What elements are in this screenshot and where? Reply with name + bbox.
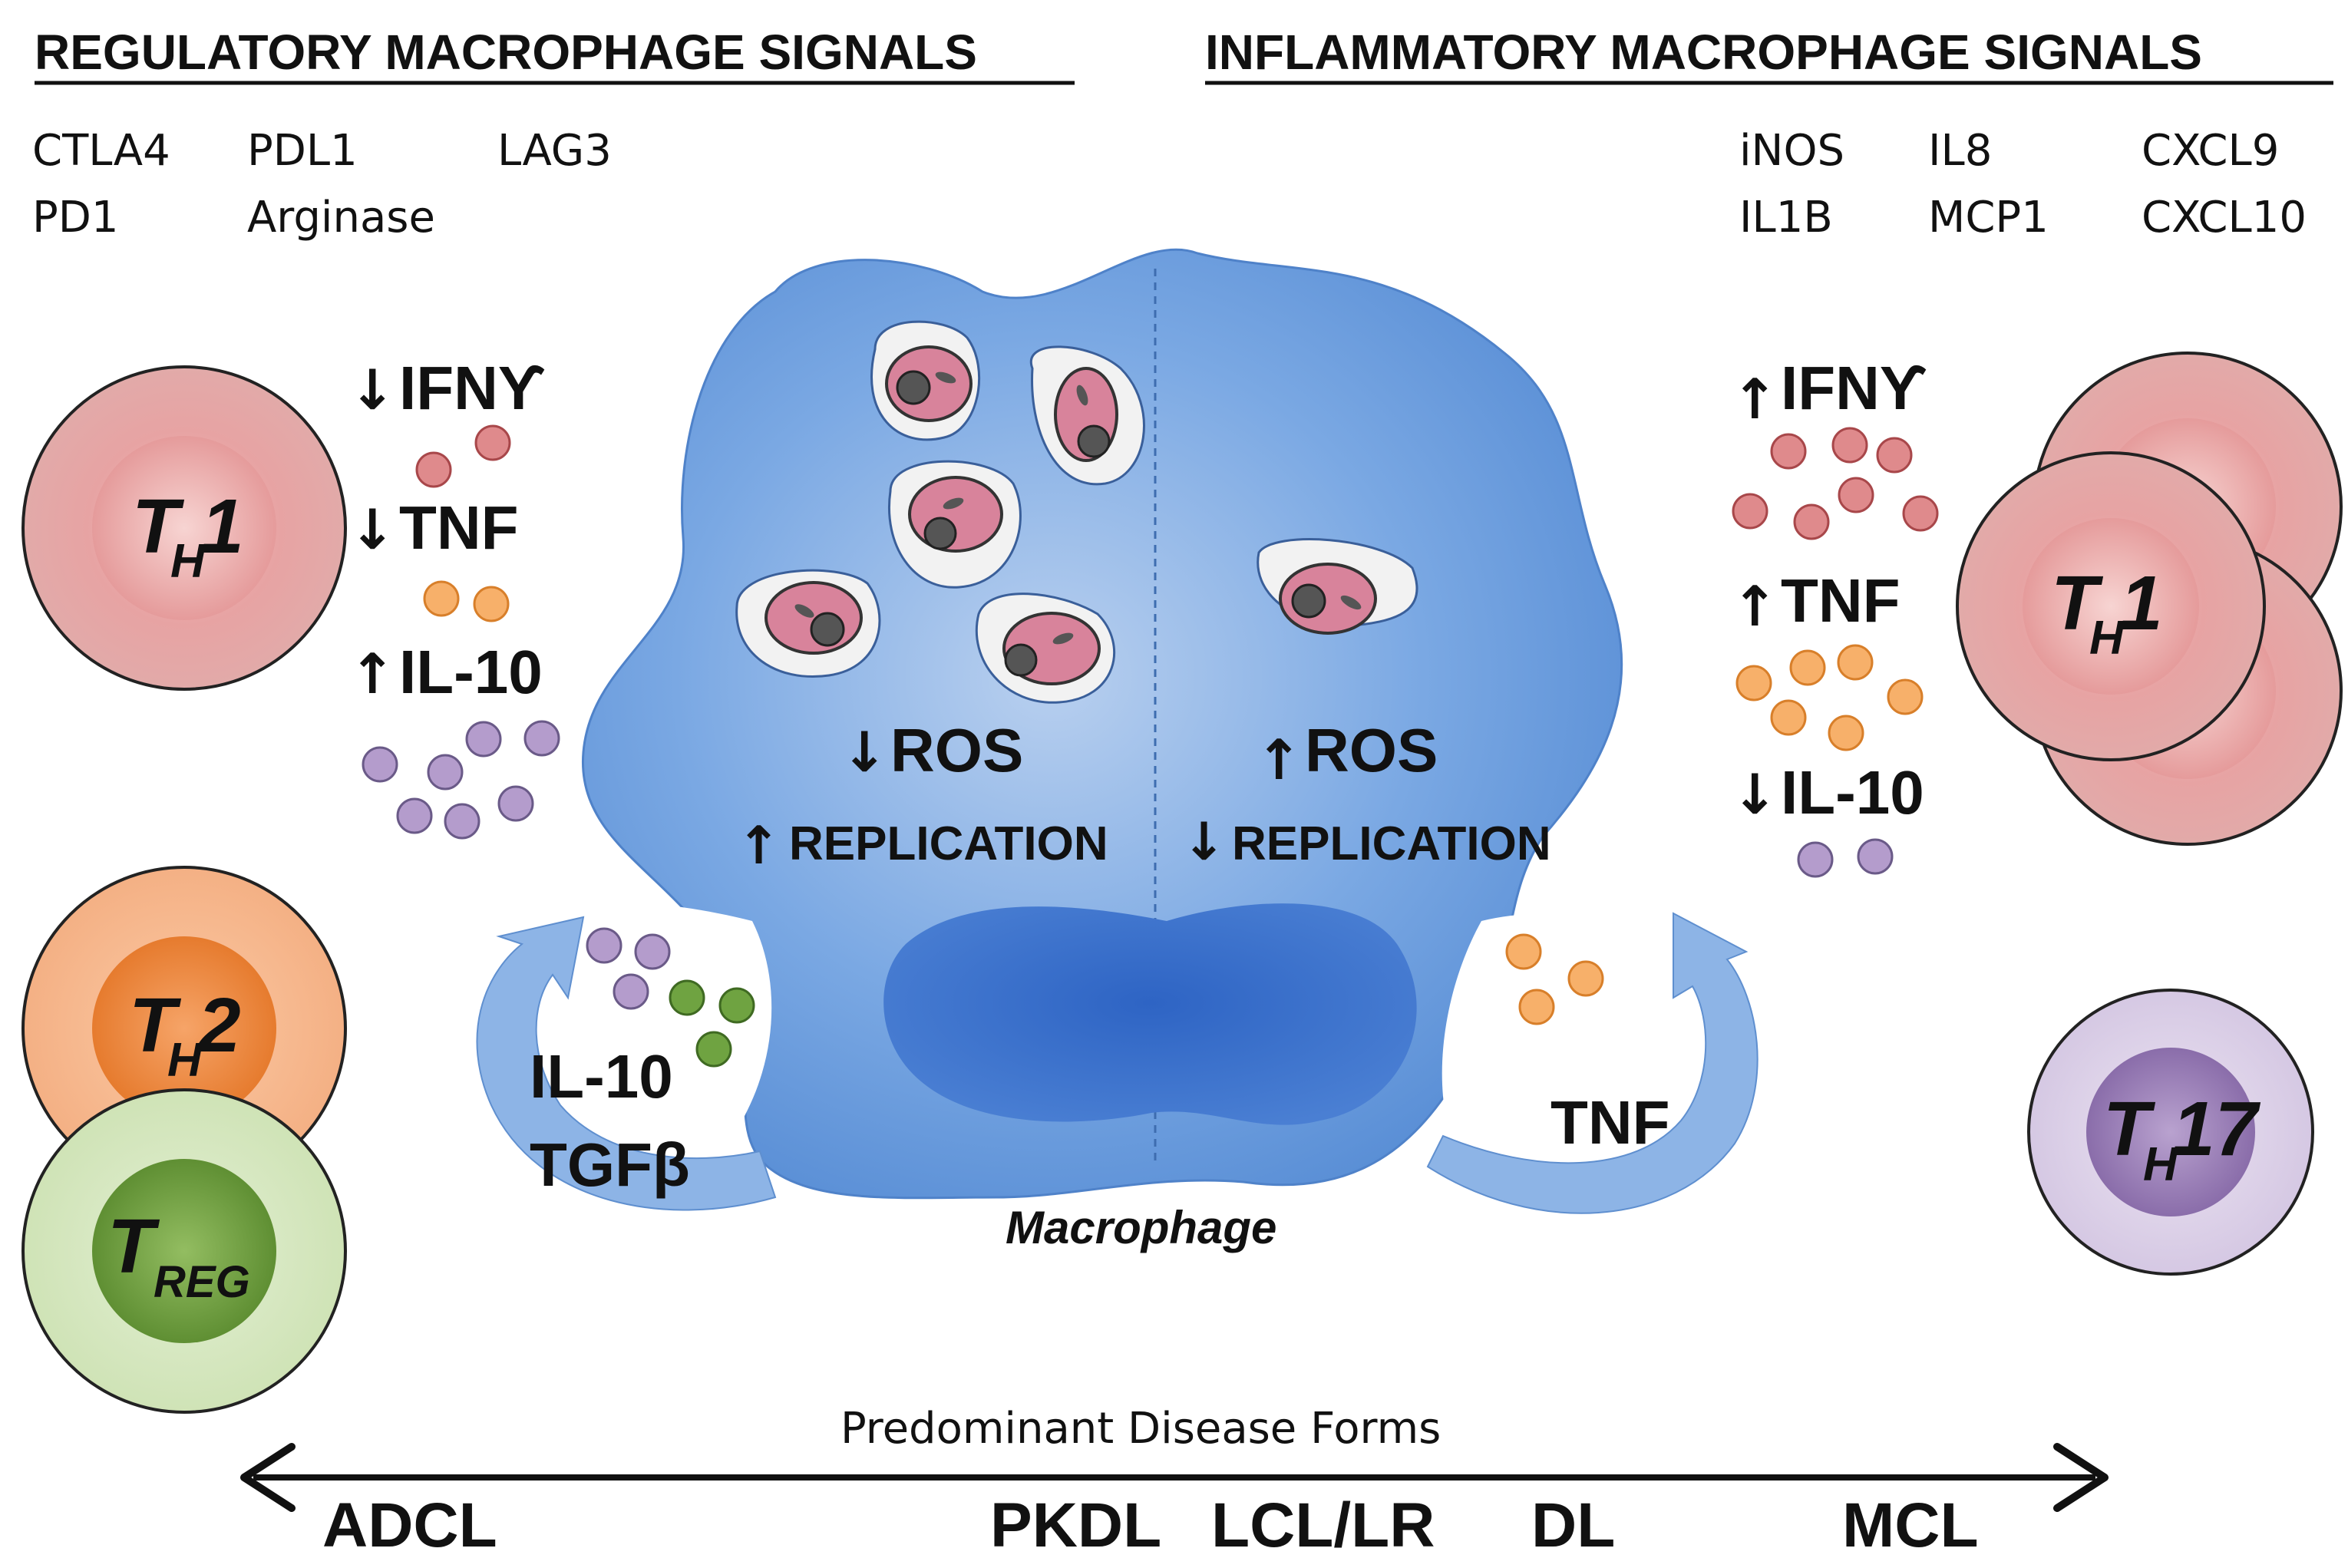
il10-dots (1797, 838, 1894, 878)
signal-inos: iNOS (1739, 126, 1844, 176)
disease-pkdl: PKDL (990, 1490, 1161, 1560)
parasite-vacuole (735, 569, 881, 678)
signal-ctla4: CTLA4 (32, 126, 170, 176)
up-arrow-icon: ↑ (1732, 367, 1778, 431)
svg-text:T: T (107, 1203, 160, 1289)
parasite-vacuole (1029, 345, 1145, 486)
disease-mcl: MCL (1842, 1490, 1979, 1560)
disease-axis-arrow (240, 1443, 2109, 1512)
right-ifng-label: IFNϒ (1781, 354, 1927, 422)
disease-adcl: ADCL (322, 1490, 497, 1560)
treg-cell: T REG (21, 1088, 347, 1414)
svg-text:T: T (132, 484, 185, 569)
svg-text:T: T (129, 982, 182, 1068)
svg-text:1: 1 (201, 484, 244, 569)
parasite-vacuole (1257, 538, 1418, 635)
signal-cxcl9: CXCL9 (2142, 126, 2279, 176)
secreted-tnf-label: TNF (1550, 1088, 1670, 1157)
signal-il8: IL8 (1928, 126, 1992, 176)
signal-mcp1: MCP1 (1928, 193, 2049, 243)
signal-il1b: IL1B (1739, 193, 1833, 243)
parasite-vacuole (870, 320, 981, 441)
signal-pdl1: PDL1 (247, 126, 358, 176)
tnf-dots (1735, 644, 1924, 751)
down-arrow-icon: ↓ (349, 358, 395, 422)
disease-lcl-lr: LCL/LR (1211, 1490, 1435, 1560)
secreted-tgfb-label: TGFβ (530, 1131, 690, 1199)
secretion-pocket-right (1441, 913, 1712, 1212)
macrophage-label: Macrophage (1006, 1202, 1276, 1253)
inflammatory-header: INFLAMMATORY MACROPHAGE SIGNALS (1205, 25, 2333, 85)
up-arrow-icon: ↑ (1256, 728, 1302, 792)
svg-text:REG: REG (154, 1257, 250, 1307)
svg-text:REGULATORY MACROPHAGE SIGNALS: REGULATORY MACROPHAGE SIGNALS (35, 25, 977, 80)
axis-title: Predominant Disease Forms (840, 1404, 1441, 1454)
left-il10-label: IL-10 (399, 638, 543, 706)
left-tnf-label: TNF (399, 494, 519, 562)
ifng-dots (1732, 427, 1939, 540)
right-tnf-label: TNF (1781, 566, 1901, 635)
down-arrow-icon: ↓ (841, 720, 887, 784)
svg-text:INFLAMMATORY MACROPHAGE SIGNAL: INFLAMMATORY MACROPHAGE SIGNALS (1205, 25, 2202, 80)
svg-text:H: H (2143, 1138, 2178, 1191)
parasite-vacuole (888, 460, 1022, 589)
ifng-dots (415, 424, 511, 488)
secreted-tgfb-dots (669, 979, 755, 1068)
signal-cxcl10: CXCL10 (2142, 193, 2307, 243)
svg-text:1: 1 (2120, 560, 2163, 646)
up-arrow-icon: ↑ (349, 642, 395, 706)
signal-arginase: Arginase (247, 193, 435, 243)
svg-text:H: H (170, 535, 206, 588)
macrophage-cell (582, 248, 1623, 1200)
signal-pd1: PD1 (32, 193, 119, 243)
regulatory-header: REGULATORY MACROPHAGE SIGNALS (35, 25, 1075, 85)
curved-arrow-icon (1426, 912, 1759, 1214)
secreted-tnf-dots (1505, 933, 1604, 1025)
down-arrow-icon: ↓ (349, 497, 395, 562)
right-ros-label: ROS (1305, 716, 1438, 784)
svg-text:2: 2 (196, 982, 241, 1068)
th1-cell-right-stack: T H 1 (1956, 352, 2343, 846)
svg-text:17: 17 (2172, 1086, 2261, 1172)
disease-dl: DL (1531, 1490, 1615, 1560)
svg-text:H: H (167, 1034, 203, 1087)
up-arrow-icon: ↑ (1732, 574, 1778, 639)
il10-dots (362, 720, 560, 840)
secreted-il10-dots (586, 927, 671, 1010)
tnf-dots (423, 580, 510, 622)
signal-lag3: LAG3 (497, 126, 612, 176)
th1-cell-left: T H 1 (21, 365, 347, 691)
left-replication-label: REPLICATION (789, 817, 1108, 870)
svg-text:T: T (2051, 560, 2104, 646)
down-arrow-icon: ↓ (1732, 762, 1778, 827)
right-il10-label: IL-10 (1781, 758, 1924, 827)
svg-text:T: T (2103, 1086, 2156, 1172)
secreted-il10-label: IL-10 (530, 1042, 673, 1111)
down-arrow-icon: ↓ (1182, 812, 1226, 873)
up-arrow-icon: ↑ (737, 816, 781, 876)
left-ros-label: ROS (890, 716, 1023, 784)
th17-cell: T H 17 (2027, 989, 2314, 1276)
svg-text:H: H (2089, 612, 2125, 665)
macrophage-nucleus (883, 903, 1417, 1125)
parasite-vacuole (975, 593, 1115, 704)
left-ifng-label: IFNϒ (399, 354, 545, 422)
right-replication-label: REPLICATION (1232, 817, 1551, 870)
curved-arrow-icon (476, 916, 777, 1211)
